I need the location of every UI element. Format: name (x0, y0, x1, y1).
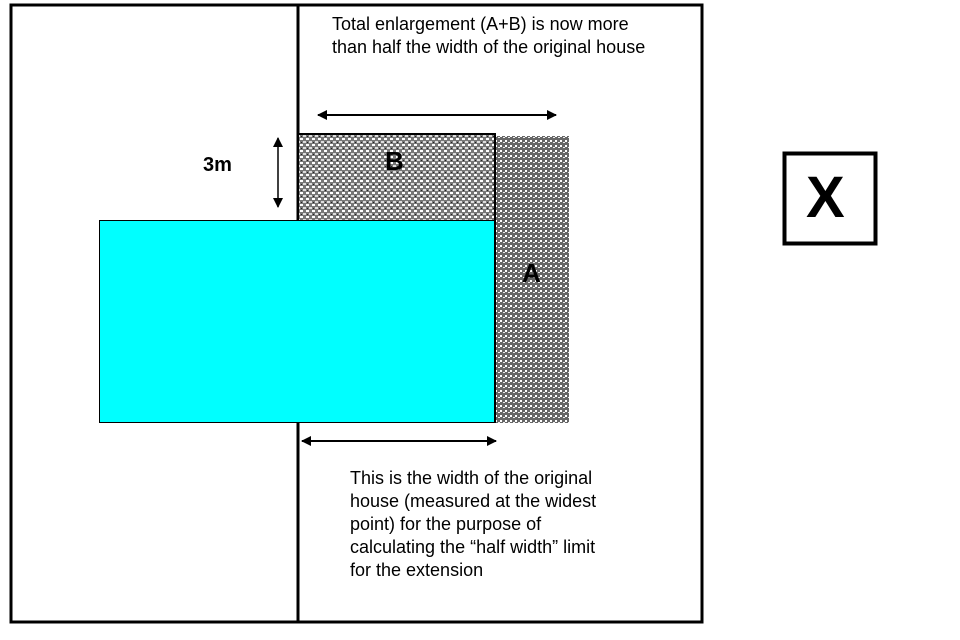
top-note-line: Total enlargement (A+B) is now more (332, 14, 629, 34)
top-note: Total enlargement (A+B) is now more than … (332, 13, 645, 59)
bottom-note-line: house (measured at the widest (350, 491, 597, 511)
label-a: A (522, 258, 541, 288)
bottom-note-line: point) for the purpose of (350, 514, 542, 534)
original-house (99, 220, 495, 423)
verdict-box (782, 151, 878, 246)
top-note-line: than half the width of the original hous… (332, 37, 646, 57)
extension-b (299, 134, 495, 220)
label-3m: 3m (203, 154, 232, 176)
bottom-note-line: for the extension (350, 560, 484, 580)
bottom-note: This is the width of the original house (… (350, 467, 596, 582)
verdict-x: X (806, 165, 845, 230)
label-b: B (385, 146, 404, 176)
bottom-note-line: This is the width of the original (350, 468, 593, 488)
extension-a (495, 136, 569, 423)
plot-boundary (9, 3, 704, 624)
bottom-note-line: calculating the “half width” limit (350, 537, 596, 557)
